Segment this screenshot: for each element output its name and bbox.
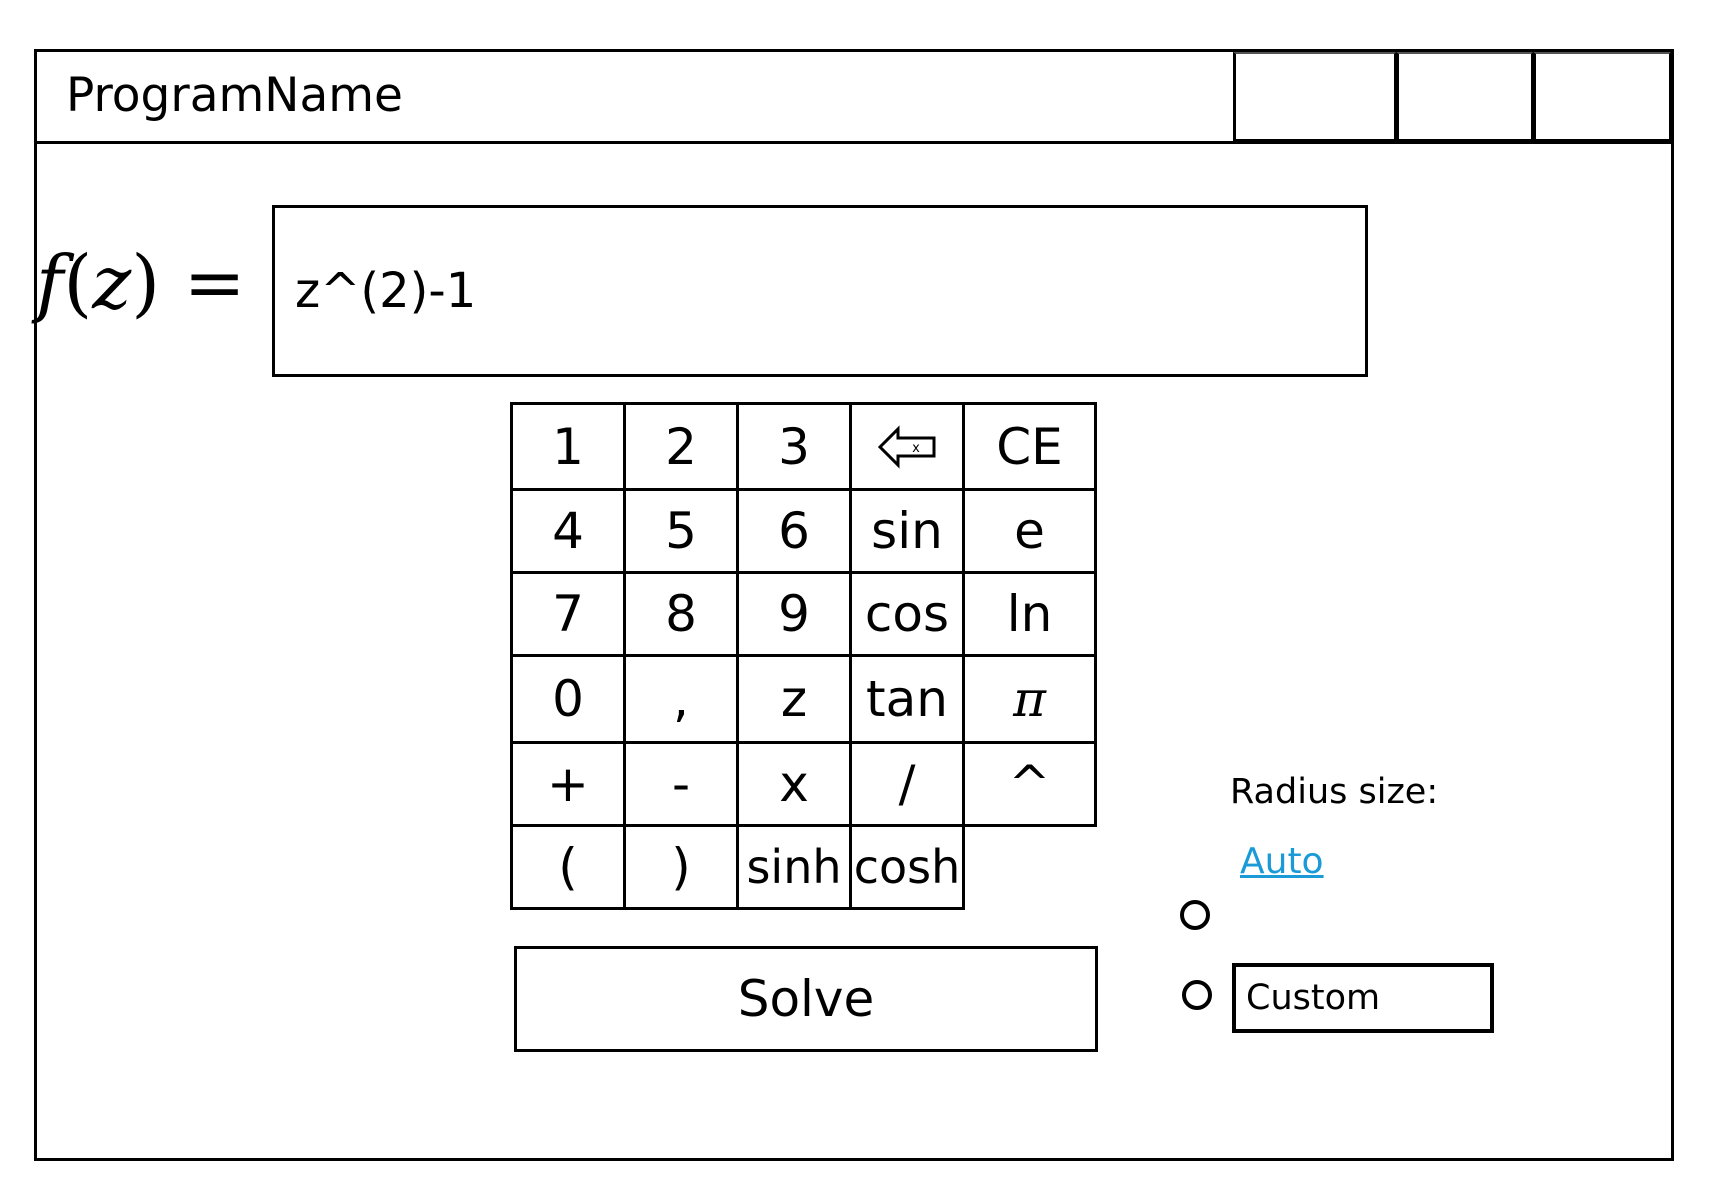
close-paren: ) bbox=[131, 240, 161, 326]
radius-custom-radio[interactable] bbox=[1182, 980, 1212, 1010]
radius-auto-radio[interactable] bbox=[1180, 900, 1210, 930]
key-pi[interactable]: π bbox=[962, 654, 1097, 744]
equals-sign: = bbox=[183, 240, 246, 326]
radius-size-label: Radius size: bbox=[1230, 772, 1439, 812]
key-1[interactable]: 1 bbox=[510, 402, 626, 491]
radius-auto-link[interactable]: Auto bbox=[1240, 841, 1324, 882]
key-ln[interactable]: ln bbox=[962, 571, 1097, 657]
key-tan[interactable]: tan bbox=[849, 654, 965, 744]
function-label: f(z) = bbox=[36, 238, 246, 328]
key-6[interactable]: 6 bbox=[736, 488, 852, 574]
key-5[interactable]: 5 bbox=[623, 488, 739, 574]
function-name: f bbox=[36, 240, 64, 326]
key-sinh[interactable]: sinh bbox=[736, 824, 852, 910]
key-plus[interactable]: + bbox=[510, 741, 626, 827]
key-minus[interactable]: - bbox=[623, 741, 739, 827]
key-4[interactable]: 4 bbox=[510, 488, 626, 574]
key-7[interactable]: 7 bbox=[510, 571, 626, 657]
key-3[interactable]: 3 bbox=[736, 402, 852, 491]
key-z[interactable]: z bbox=[736, 654, 852, 744]
function-input[interactable] bbox=[272, 205, 1368, 377]
key-divide[interactable]: / bbox=[849, 741, 965, 827]
key-close-paren[interactable]: ) bbox=[623, 824, 739, 910]
radius-custom-input[interactable] bbox=[1232, 963, 1494, 1033]
key-8[interactable]: 8 bbox=[623, 571, 739, 657]
minimize-button[interactable] bbox=[1233, 52, 1396, 141]
solve-button[interactable]: Solve bbox=[514, 946, 1098, 1052]
title-bar: ProgramName bbox=[37, 52, 1671, 144]
maximize-button[interactable] bbox=[1396, 52, 1533, 141]
key-multiply[interactable]: x bbox=[736, 741, 852, 827]
key-comma[interactable]: , bbox=[623, 654, 739, 744]
key-0[interactable]: 0 bbox=[510, 654, 626, 744]
key-9[interactable]: 9 bbox=[736, 571, 852, 657]
key-cos[interactable]: cos bbox=[849, 571, 965, 657]
key-sin[interactable]: sin bbox=[849, 488, 965, 574]
close-button[interactable] bbox=[1533, 52, 1671, 141]
open-paren: ( bbox=[63, 240, 93, 326]
window-title: ProgramName bbox=[66, 68, 403, 123]
key-2[interactable]: 2 bbox=[623, 402, 739, 491]
backspace-icon: x bbox=[877, 424, 936, 469]
key-e[interactable]: e bbox=[962, 488, 1097, 574]
svg-text:x: x bbox=[912, 441, 920, 456]
key-open-paren[interactable]: ( bbox=[510, 824, 626, 910]
key-clear-entry[interactable]: CE bbox=[962, 402, 1097, 491]
key-power[interactable]: ^ bbox=[962, 741, 1097, 827]
backspace-button[interactable]: x bbox=[849, 402, 965, 491]
app-window: ProgramName bbox=[34, 49, 1674, 1161]
function-variable: z bbox=[92, 240, 132, 326]
key-cosh[interactable]: cosh bbox=[849, 824, 965, 910]
